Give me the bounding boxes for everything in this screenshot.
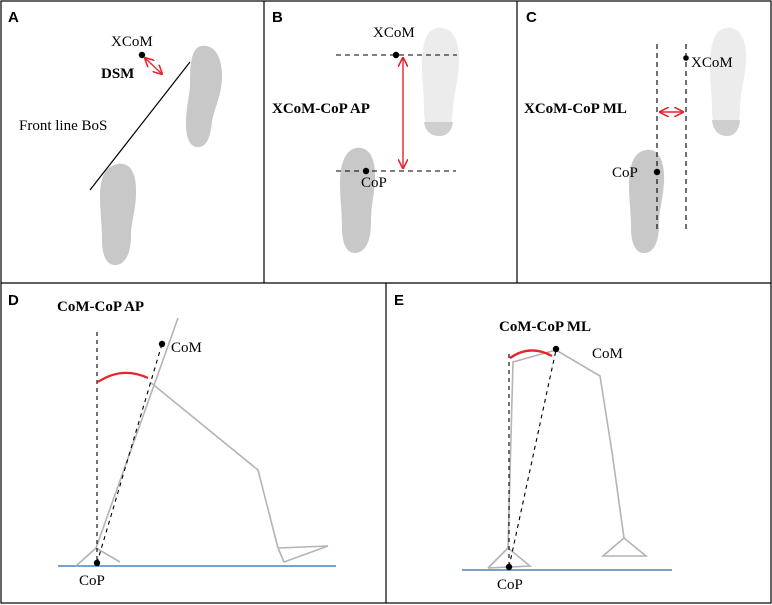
angle-arc — [509, 349, 553, 359]
foot-lower — [340, 147, 376, 254]
panel-b-letter: B — [272, 9, 283, 26]
com-label: CoM — [171, 340, 202, 356]
com-dot — [552, 345, 560, 353]
foot-upper-heel — [424, 122, 453, 136]
panel-a: A XCoM DSM Front line BoS — [8, 9, 222, 266]
angle-arc — [97, 371, 149, 383]
com-cop-line — [508, 349, 557, 568]
swing-leg — [149, 381, 279, 549]
front-line-bos — [89, 61, 191, 191]
foot-upper — [186, 45, 222, 148]
stick-figure — [487, 349, 649, 569]
cop-dot — [93, 559, 101, 567]
cop-label: CoP — [612, 165, 638, 181]
cop-label: CoP — [79, 573, 105, 589]
cop-label: CoP — [497, 577, 523, 593]
xcom-dot — [392, 51, 400, 59]
panel-c-letter: C — [526, 9, 537, 26]
foot-upper-heel — [712, 120, 740, 136]
foot-lower — [629, 149, 665, 254]
com-dot — [158, 340, 166, 348]
cop-dot — [653, 168, 661, 176]
right-foot — [600, 537, 649, 557]
panel-d-letter: D — [8, 292, 19, 309]
panel-e-letter: E — [394, 292, 404, 309]
panel-d: D CoM-CoP AP CoM CoP — [8, 292, 336, 589]
panel-b: B XCoM XCoM-CoP AP CoP — [272, 9, 459, 254]
com-cop-line — [96, 343, 163, 564]
xcom-label: XCoM — [691, 55, 733, 71]
measure-label: XCoM-CoP AP — [272, 101, 370, 117]
stance-foot — [75, 547, 121, 567]
panel-d-title: CoM-CoP AP — [57, 299, 144, 315]
stance-leg — [95, 317, 179, 549]
cop-label: CoP — [361, 175, 387, 191]
xcom-dot — [138, 51, 146, 59]
foot-lower — [100, 163, 137, 266]
cop-dot — [505, 563, 513, 571]
panel-a-letter: A — [8, 9, 19, 26]
xcom-label: XCoM — [373, 25, 415, 41]
xcom-dot — [683, 55, 689, 61]
legs-and-pelvis — [507, 349, 625, 549]
panel-e: E CoM-CoP ML CoM CoP — [394, 292, 672, 593]
cop-dot — [362, 167, 370, 175]
panel-c: C XCoM XCoM-CoP ML CoP — [524, 9, 747, 254]
panel-e-title: CoM-CoP ML — [499, 319, 591, 335]
xcom-label: XCoM — [111, 34, 153, 50]
measure-label: XCoM-CoP ML — [524, 101, 627, 117]
dsm-label: DSM — [101, 66, 134, 82]
dsm-arrow — [145, 58, 162, 74]
swing-foot — [277, 545, 329, 564]
foot-upper-light — [422, 27, 459, 136]
front-line-label: Front line BoS — [19, 118, 107, 134]
foot-upper-light — [710, 27, 747, 136]
com-label: CoM — [592, 346, 623, 362]
stick-figure — [75, 317, 329, 567]
